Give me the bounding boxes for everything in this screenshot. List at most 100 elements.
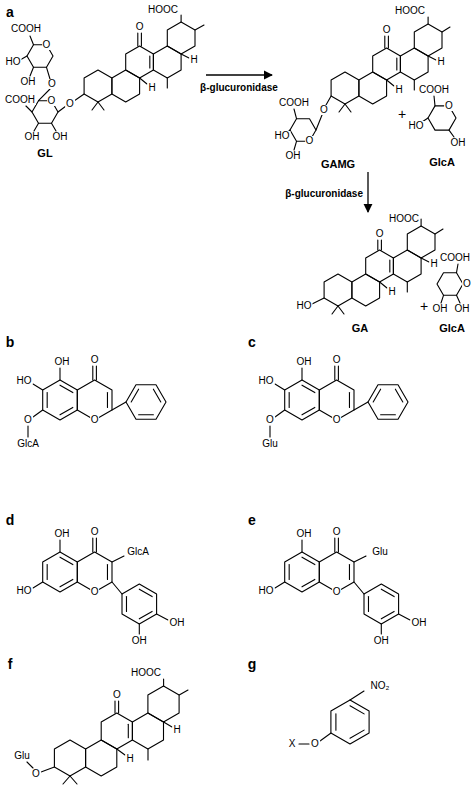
panel-letter: b	[5, 335, 16, 349]
bond-line	[350, 706, 364, 714]
panel-letter: f	[7, 657, 14, 671]
atom-label: OH	[20, 77, 37, 87]
ring	[285, 552, 320, 592]
plus-sign: +	[397, 107, 407, 121]
bond-line	[381, 240, 382, 250]
bond-line	[131, 389, 138, 402]
bond-line	[141, 33, 142, 46]
atom-label: O	[310, 739, 320, 749]
bond-line	[179, 690, 188, 695]
bond-line	[387, 80, 394, 86]
bond-line	[349, 393, 350, 408]
atom-label: HO	[258, 376, 275, 386]
bond-line	[163, 679, 164, 686]
atom-label: OH	[454, 304, 471, 314]
bond-line	[302, 557, 315, 564]
bond-line	[457, 264, 459, 273]
ring	[437, 273, 463, 296]
bond-line	[47, 393, 48, 408]
bond-line	[126, 597, 127, 612]
bond-line	[302, 385, 315, 392]
panel-letter: c	[247, 335, 257, 349]
bond-line	[301, 368, 302, 380]
ring	[148, 686, 179, 722]
atom-label: OH	[411, 618, 428, 628]
bond-line	[195, 25, 204, 30]
ring	[153, 46, 181, 78]
bond-line	[139, 414, 154, 415]
ring	[331, 72, 359, 104]
atom-label: HO	[296, 301, 313, 311]
bond-line	[421, 219, 422, 226]
bond-line	[74, 94, 84, 101]
atom-label: O	[319, 105, 329, 115]
ring	[352, 274, 380, 306]
bond-line	[30, 67, 34, 76]
ring	[84, 70, 112, 102]
bond-line	[349, 565, 350, 580]
bond-line	[149, 56, 150, 68]
panel-letter: g	[247, 657, 258, 671]
atom-label: NO₂	[370, 681, 391, 691]
bond-line	[312, 298, 324, 304]
bond-line	[157, 614, 168, 620]
atom-label: HOOC	[394, 6, 426, 16]
ring	[324, 274, 352, 306]
atom-label: COOH	[439, 253, 471, 263]
bond-line	[63, 776, 70, 784]
bond-line	[350, 730, 364, 738]
bond-line	[354, 582, 364, 594]
bond-line	[414, 80, 415, 90]
bond-line	[30, 36, 34, 45]
atom-label: O	[65, 99, 75, 109]
bond-line	[434, 96, 435, 106]
atom-label: O	[332, 415, 342, 425]
bond-line	[96, 366, 97, 380]
atom-label: O	[112, 690, 122, 700]
bond-line	[384, 36, 385, 48]
bond-line	[181, 54, 189, 58]
bond-line	[153, 389, 160, 402]
atom-label: O	[31, 769, 41, 779]
atom-label: Glu	[261, 439, 279, 449]
ring	[285, 380, 320, 420]
bond-line	[118, 701, 119, 713]
atom-label: COOH	[278, 98, 310, 108]
bond-line	[389, 260, 390, 272]
bond-line	[428, 56, 436, 60]
ring	[319, 380, 354, 420]
ring	[359, 72, 387, 104]
compound-name: GlcA	[428, 157, 456, 168]
bond-line	[117, 749, 125, 755]
atom-label: HO	[16, 586, 33, 596]
bond-line	[377, 240, 378, 250]
bond-line	[60, 557, 73, 564]
atom-label: OH	[450, 138, 467, 148]
bond-line	[139, 624, 140, 634]
bond-line	[449, 130, 454, 137]
bond-line	[407, 282, 408, 292]
ring	[122, 584, 157, 624]
enzyme-label: β-glucuronidase	[199, 83, 279, 93]
bond-line	[128, 724, 129, 737]
bond-line	[27, 762, 33, 768]
atom-label: Glu	[371, 547, 389, 557]
bond-line	[428, 17, 429, 24]
bond-line	[92, 538, 93, 552]
panel-letter: a	[5, 5, 15, 19]
bond-line	[396, 58, 397, 70]
atom-label: GlcA	[126, 547, 150, 557]
atom-label: H	[172, 725, 181, 735]
atom-label: HO	[408, 121, 425, 131]
bond-line	[350, 691, 364, 700]
ring	[112, 70, 140, 102]
atom-label: O	[90, 415, 100, 425]
ring	[126, 46, 154, 78]
bond-line	[289, 565, 290, 580]
atom-label: O	[332, 355, 342, 365]
ring	[167, 22, 195, 54]
ring	[77, 380, 112, 420]
atom-label: H	[125, 754, 134, 764]
ring	[54, 740, 85, 776]
bond-line	[289, 393, 290, 408]
